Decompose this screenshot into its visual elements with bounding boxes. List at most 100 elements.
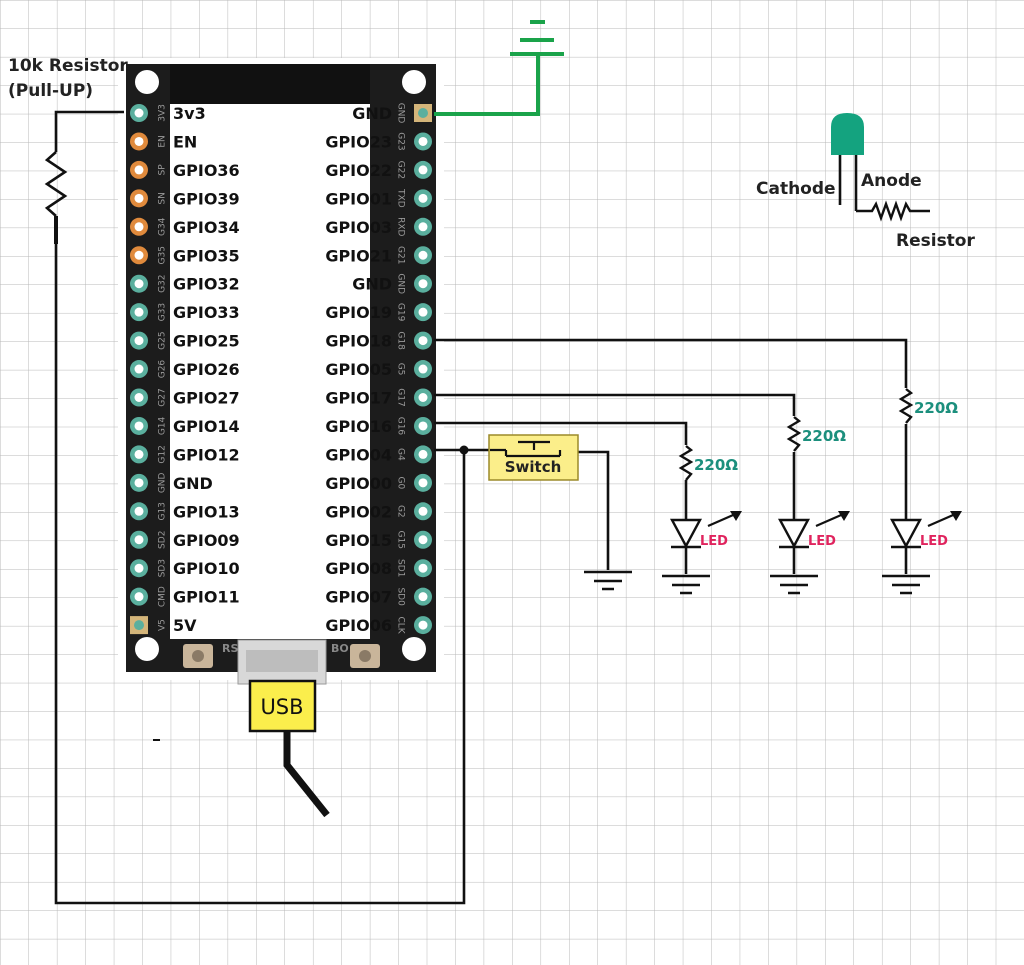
wire-switch-to-gnd <box>578 450 610 570</box>
left-pin-label: GPIO32 <box>173 275 240 294</box>
left-pin-silk: G35 <box>158 246 168 264</box>
right-pin-silk: G23 <box>396 132 406 150</box>
right-pin-label: GPIO23 <box>325 132 392 151</box>
wire-pullup-down <box>54 216 466 905</box>
left-pin-17-hole <box>134 592 144 602</box>
right-pin-label: GPIO02 <box>325 502 392 521</box>
right-pin-14-hole <box>418 506 428 516</box>
left-pin-label: GPIO09 <box>173 531 240 550</box>
wires <box>54 110 908 905</box>
left-pin-18-hole <box>134 620 144 631</box>
right-pin-silk: G17 <box>396 388 406 406</box>
right-pin-silk: G18 <box>396 331 406 350</box>
switch-label: Switch <box>505 458 562 476</box>
left-pin-label: GPIO35 <box>173 246 240 265</box>
board-label-area <box>170 104 370 639</box>
right-pin-6-hole <box>418 279 428 289</box>
left-pin-silk: G12 <box>158 445 168 463</box>
right-pin-label: GPIO07 <box>325 588 392 607</box>
right-pin-label: GPIO03 <box>325 218 392 237</box>
resistor-value-label: 220Ω <box>914 399 958 417</box>
left-pin-label: GPIO33 <box>173 303 240 322</box>
wire-gpio17 <box>434 393 796 416</box>
left-pin-11: G14 GPIO14 <box>130 416 240 436</box>
right-pin-2-hole <box>418 165 428 175</box>
right-pin-10-hole <box>418 393 428 402</box>
right-pin-label: GPIO04 <box>325 445 392 464</box>
right-pin-0-hole <box>418 108 428 118</box>
left-pin-5: G35 GPIO35 <box>130 246 240 265</box>
left-pin-label: GPIO10 <box>173 559 240 578</box>
led-diode-symbol <box>889 518 923 549</box>
left-pin-4-hole <box>134 222 144 232</box>
right-pin-label: GPIO18 <box>325 332 392 351</box>
right-pin-silk: GND <box>396 273 406 294</box>
left-pin-silk: G33 <box>158 303 168 321</box>
right-pin-5-hole <box>418 250 428 260</box>
right-pin-18-hole <box>418 620 428 630</box>
right-pin-11-hole <box>418 421 428 431</box>
ground-symbol <box>770 574 818 595</box>
mount-hole-bl <box>135 637 159 661</box>
right-pin-4-hole <box>418 222 428 232</box>
left-pin-silk: G26 <box>158 360 168 379</box>
right-pin-silk: G16 <box>396 417 406 436</box>
left-pin-silk: EN <box>158 135 168 147</box>
right-pin-15-hole <box>418 535 428 545</box>
led-legend: Cathode Anode Resistor <box>756 113 975 251</box>
legend-resistor-label: Resistor <box>896 231 975 251</box>
right-pin-label: GND <box>352 275 392 294</box>
left-pin-7-hole <box>134 307 144 317</box>
boot-button-cap <box>359 650 371 662</box>
right-pin-silk: G15 <box>396 531 406 549</box>
left-pin-label: GPIO14 <box>173 417 240 436</box>
led-label: LED <box>808 534 836 549</box>
right-pin-silk: G21 <box>396 246 406 264</box>
left-pin-silk: SN <box>158 192 168 204</box>
mount-hole-tl <box>135 70 159 94</box>
pullup-resistor <box>44 151 68 217</box>
led-diode-symbol <box>669 518 703 549</box>
left-pin-10-hole <box>134 393 144 402</box>
ground-symbol <box>882 574 930 595</box>
led-light-arrow-head <box>838 511 850 521</box>
mount-hole-br <box>402 637 426 661</box>
ground-symbols <box>584 570 930 595</box>
right-pin-silk: G19 <box>396 303 406 322</box>
right-pin-silk: G5 <box>396 363 406 376</box>
right-pin-label: GPIO06 <box>325 616 392 635</box>
ground-symbol <box>584 570 632 591</box>
right-pin-11: G16 GPIO16 <box>325 417 432 436</box>
left-pin-13-hole <box>134 478 144 488</box>
reset-button-cap <box>192 650 204 662</box>
right-pin-label: GPIO16 <box>325 417 392 436</box>
right-pin-label: GPIO01 <box>325 189 392 208</box>
left-pin-6-hole <box>134 279 144 289</box>
usb-connector-inner <box>246 650 318 672</box>
left-pin-silk: G14 <box>158 416 168 435</box>
led-diode-symbol <box>777 518 811 549</box>
pullup-label-1: 10k Resistor <box>8 56 128 76</box>
right-pin-label: GPIO00 <box>325 474 392 493</box>
usb-cable: USB <box>248 679 330 818</box>
